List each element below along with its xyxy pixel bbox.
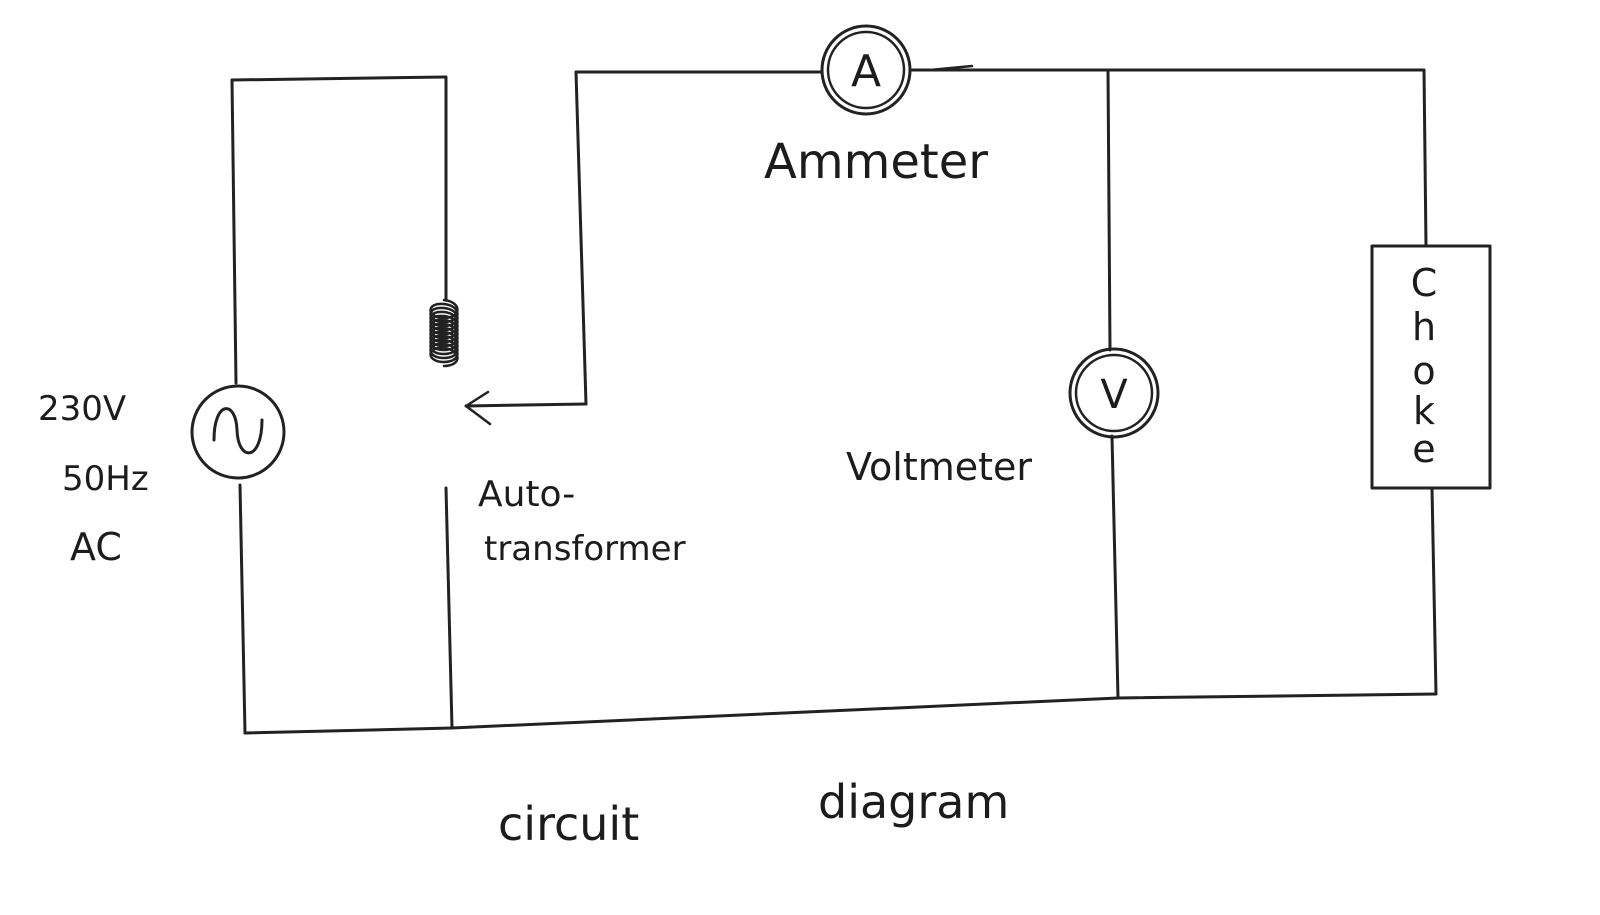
wire-source-top [230, 75, 448, 82]
source-voltage-label: 230V [38, 389, 126, 429]
autotransformer-label-line1: Auto- [478, 474, 575, 515]
voltmeter: V [1068, 347, 1160, 439]
wire-right-top-vertical [1422, 68, 1428, 248]
ammeter-symbol: A [851, 46, 881, 97]
wire-bottom-right [1116, 692, 1438, 700]
caption-word-diagram: diagram [818, 775, 1009, 829]
wire-autotransformer-lower [444, 486, 454, 730]
ammeter: A [820, 24, 912, 116]
wire-right-bottom-vertical [1430, 486, 1438, 696]
voltmeter-symbol: V [1100, 372, 1128, 418]
caption-word-circuit: circuit [498, 797, 639, 851]
choke: C h o k e [1370, 244, 1492, 490]
autotransformer-coil [429, 298, 492, 426]
wire-source-left-upper [230, 78, 238, 385]
wire-voltmeter-bottom [1110, 434, 1120, 700]
wire-bottom-main [450, 696, 1120, 730]
current-arrow-icon [928, 64, 974, 72]
wire-source-left-lower [238, 483, 247, 735]
sine-wave-icon [212, 407, 264, 455]
choke-box [1370, 244, 1492, 490]
ammeter-inner-circle [826, 30, 906, 110]
main-loop-wires [450, 64, 1438, 730]
voltmeter-circle [1068, 347, 1160, 439]
wire-tap-horizontal [464, 402, 588, 408]
source-frequency-label: 50Hz [62, 459, 149, 499]
wire-tap-vertical [574, 70, 588, 406]
wire-voltmeter-top [1106, 68, 1112, 352]
autotransformer-label-line2: transformer [484, 529, 686, 569]
choke-letter-2: h [1412, 305, 1436, 349]
choke-letter-5: e [1412, 427, 1435, 471]
choke-letter-1: C [1411, 261, 1438, 305]
ammeter-circle [820, 24, 912, 116]
source-loop-wires [230, 75, 454, 735]
voltmeter-inner-circle [1074, 353, 1154, 433]
ammeter-label: Ammeter [764, 134, 988, 190]
wire-bottom-left [243, 726, 454, 735]
ac-source [190, 384, 286, 480]
choke-letter-4: k [1413, 389, 1435, 433]
ac-source-circle [190, 384, 286, 480]
choke-letter-3: o [1412, 349, 1435, 393]
source-type-label: AC [70, 525, 122, 569]
voltmeter-label: Voltmeter [846, 445, 1032, 489]
tap-arrow-icon [464, 390, 492, 426]
coil-windings-icon [429, 298, 459, 368]
